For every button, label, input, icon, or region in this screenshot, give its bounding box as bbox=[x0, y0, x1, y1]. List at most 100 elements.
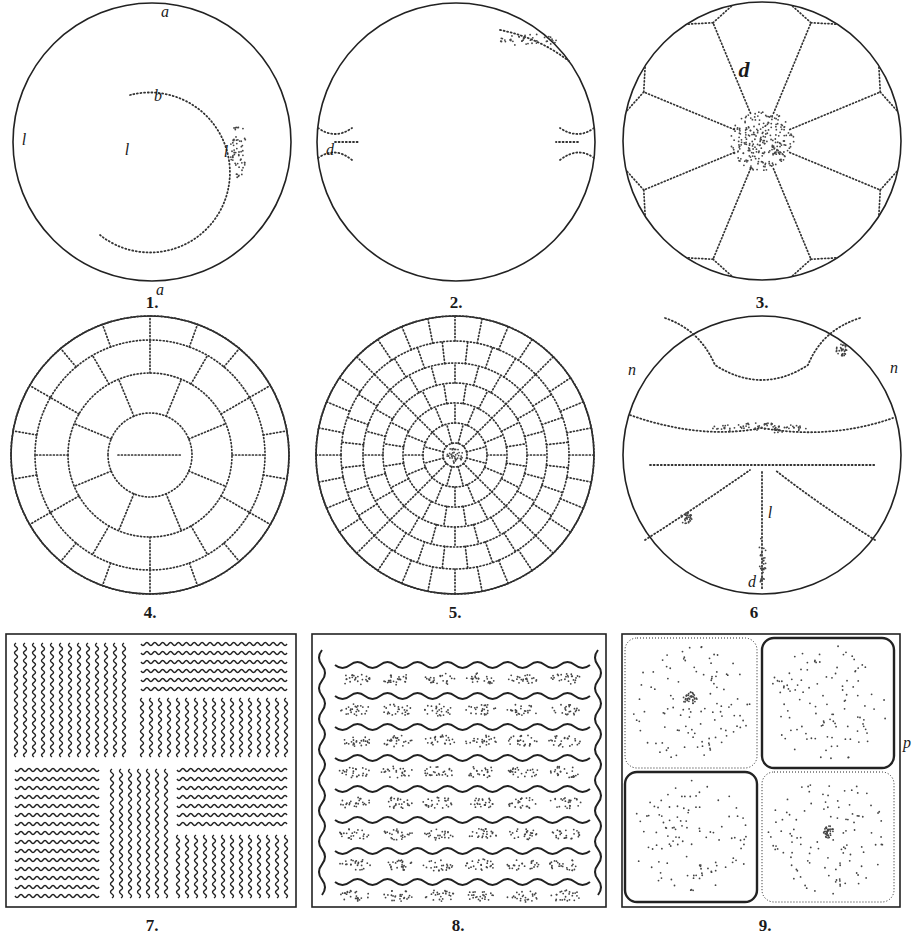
sand-dot bbox=[776, 114, 778, 116]
nodal-line bbox=[422, 391, 431, 409]
nodal-line bbox=[431, 366, 436, 385]
sand-dot bbox=[425, 676, 427, 678]
sand-dot bbox=[568, 711, 570, 713]
nodal-line bbox=[407, 467, 425, 475]
sand-dot bbox=[536, 679, 538, 681]
sand-dot bbox=[784, 126, 786, 128]
sand-dot bbox=[776, 145, 778, 147]
sand-dot bbox=[741, 139, 743, 141]
nodal-line bbox=[560, 499, 583, 509]
nodal-line bbox=[567, 428, 592, 433]
sand-dot bbox=[551, 740, 553, 742]
wavy-line bbox=[249, 698, 252, 757]
nodal-line bbox=[221, 398, 250, 415]
nodal-line bbox=[506, 506, 520, 520]
sand-dot bbox=[764, 424, 766, 426]
sand-dot bbox=[737, 157, 739, 159]
sand-dot bbox=[570, 673, 572, 675]
sand-dot bbox=[357, 797, 359, 799]
sand-dot bbox=[754, 119, 756, 121]
sand-dot bbox=[481, 704, 483, 706]
nodal-line bbox=[319, 477, 344, 482]
sand-dot bbox=[756, 151, 758, 153]
sand-dot bbox=[396, 740, 398, 742]
sand-dot bbox=[427, 713, 429, 715]
wavy-line bbox=[42, 643, 45, 757]
sand-dot bbox=[564, 805, 566, 807]
wavy-line bbox=[87, 643, 90, 757]
sand-dot bbox=[737, 150, 739, 152]
sand-dot bbox=[477, 681, 479, 683]
sand-dot bbox=[362, 772, 364, 774]
sand-dot bbox=[428, 860, 430, 862]
sand-dot bbox=[340, 710, 342, 712]
sand-dot bbox=[527, 769, 529, 771]
wavy-line bbox=[249, 835, 252, 898]
sand-dot bbox=[760, 555, 762, 557]
sand-dot bbox=[366, 836, 368, 838]
plate-outline bbox=[6, 634, 296, 907]
nodal-line bbox=[504, 533, 516, 552]
sand-dot bbox=[361, 860, 363, 862]
sand-dot bbox=[844, 350, 846, 352]
sand-dot bbox=[343, 899, 345, 901]
sand-dot bbox=[520, 735, 522, 737]
sand-dot bbox=[401, 838, 403, 840]
sand-dot bbox=[447, 453, 449, 455]
sand-dot bbox=[764, 428, 766, 430]
sand-dot bbox=[437, 715, 439, 717]
nodal-line bbox=[485, 542, 492, 563]
sand-dot bbox=[531, 678, 533, 680]
wavy-line bbox=[267, 835, 270, 898]
nodal-line bbox=[442, 342, 444, 364]
nodal-line bbox=[492, 492, 506, 506]
sand-dot bbox=[458, 452, 460, 454]
nodal-line bbox=[499, 560, 509, 583]
sand-dot bbox=[684, 520, 686, 522]
sand-dot bbox=[360, 705, 362, 707]
sand-dot bbox=[757, 115, 759, 117]
nodal-line bbox=[463, 506, 466, 526]
sand-dot bbox=[750, 130, 752, 132]
sand-dot bbox=[407, 799, 409, 801]
sand-dot bbox=[745, 117, 747, 119]
sand-dot bbox=[761, 161, 763, 163]
sand-dot bbox=[775, 123, 777, 125]
sand-dot bbox=[565, 709, 567, 711]
sand-dot bbox=[777, 429, 779, 431]
sand-dot bbox=[391, 838, 393, 840]
sand-dot bbox=[399, 898, 401, 900]
nodal-line bbox=[665, 318, 860, 380]
sand-dot bbox=[230, 159, 232, 161]
nodal-line bbox=[454, 569, 456, 594]
sand-dot bbox=[487, 776, 489, 778]
sand-dot bbox=[447, 775, 449, 777]
sand-dot bbox=[758, 427, 760, 429]
sand-dot bbox=[395, 684, 397, 686]
nodal-line bbox=[191, 526, 208, 555]
sand-dot bbox=[429, 832, 431, 834]
nodal-line bbox=[773, 23, 811, 114]
sand-dot bbox=[740, 144, 742, 146]
wavy-line bbox=[150, 698, 153, 757]
sand-dot bbox=[470, 773, 472, 775]
nodal-line bbox=[431, 525, 436, 544]
sand-dot bbox=[487, 771, 489, 773]
sand-dot bbox=[392, 861, 394, 863]
nodal-line bbox=[119, 379, 134, 416]
nodal-line bbox=[407, 435, 425, 443]
sand-dot bbox=[764, 151, 766, 153]
sand-dot bbox=[346, 769, 348, 771]
sand-dot bbox=[760, 554, 762, 556]
sand-dot bbox=[429, 679, 431, 681]
sand-dot bbox=[523, 38, 525, 40]
sand-dot bbox=[230, 156, 232, 158]
sand-dot bbox=[344, 739, 346, 741]
sand-dot bbox=[529, 797, 531, 799]
sand-dot bbox=[784, 156, 786, 158]
nodal-line bbox=[390, 506, 404, 520]
sand-dot bbox=[517, 776, 519, 778]
nodal-line bbox=[442, 546, 444, 568]
sand-dot bbox=[342, 863, 344, 865]
sand-dot bbox=[573, 776, 575, 778]
